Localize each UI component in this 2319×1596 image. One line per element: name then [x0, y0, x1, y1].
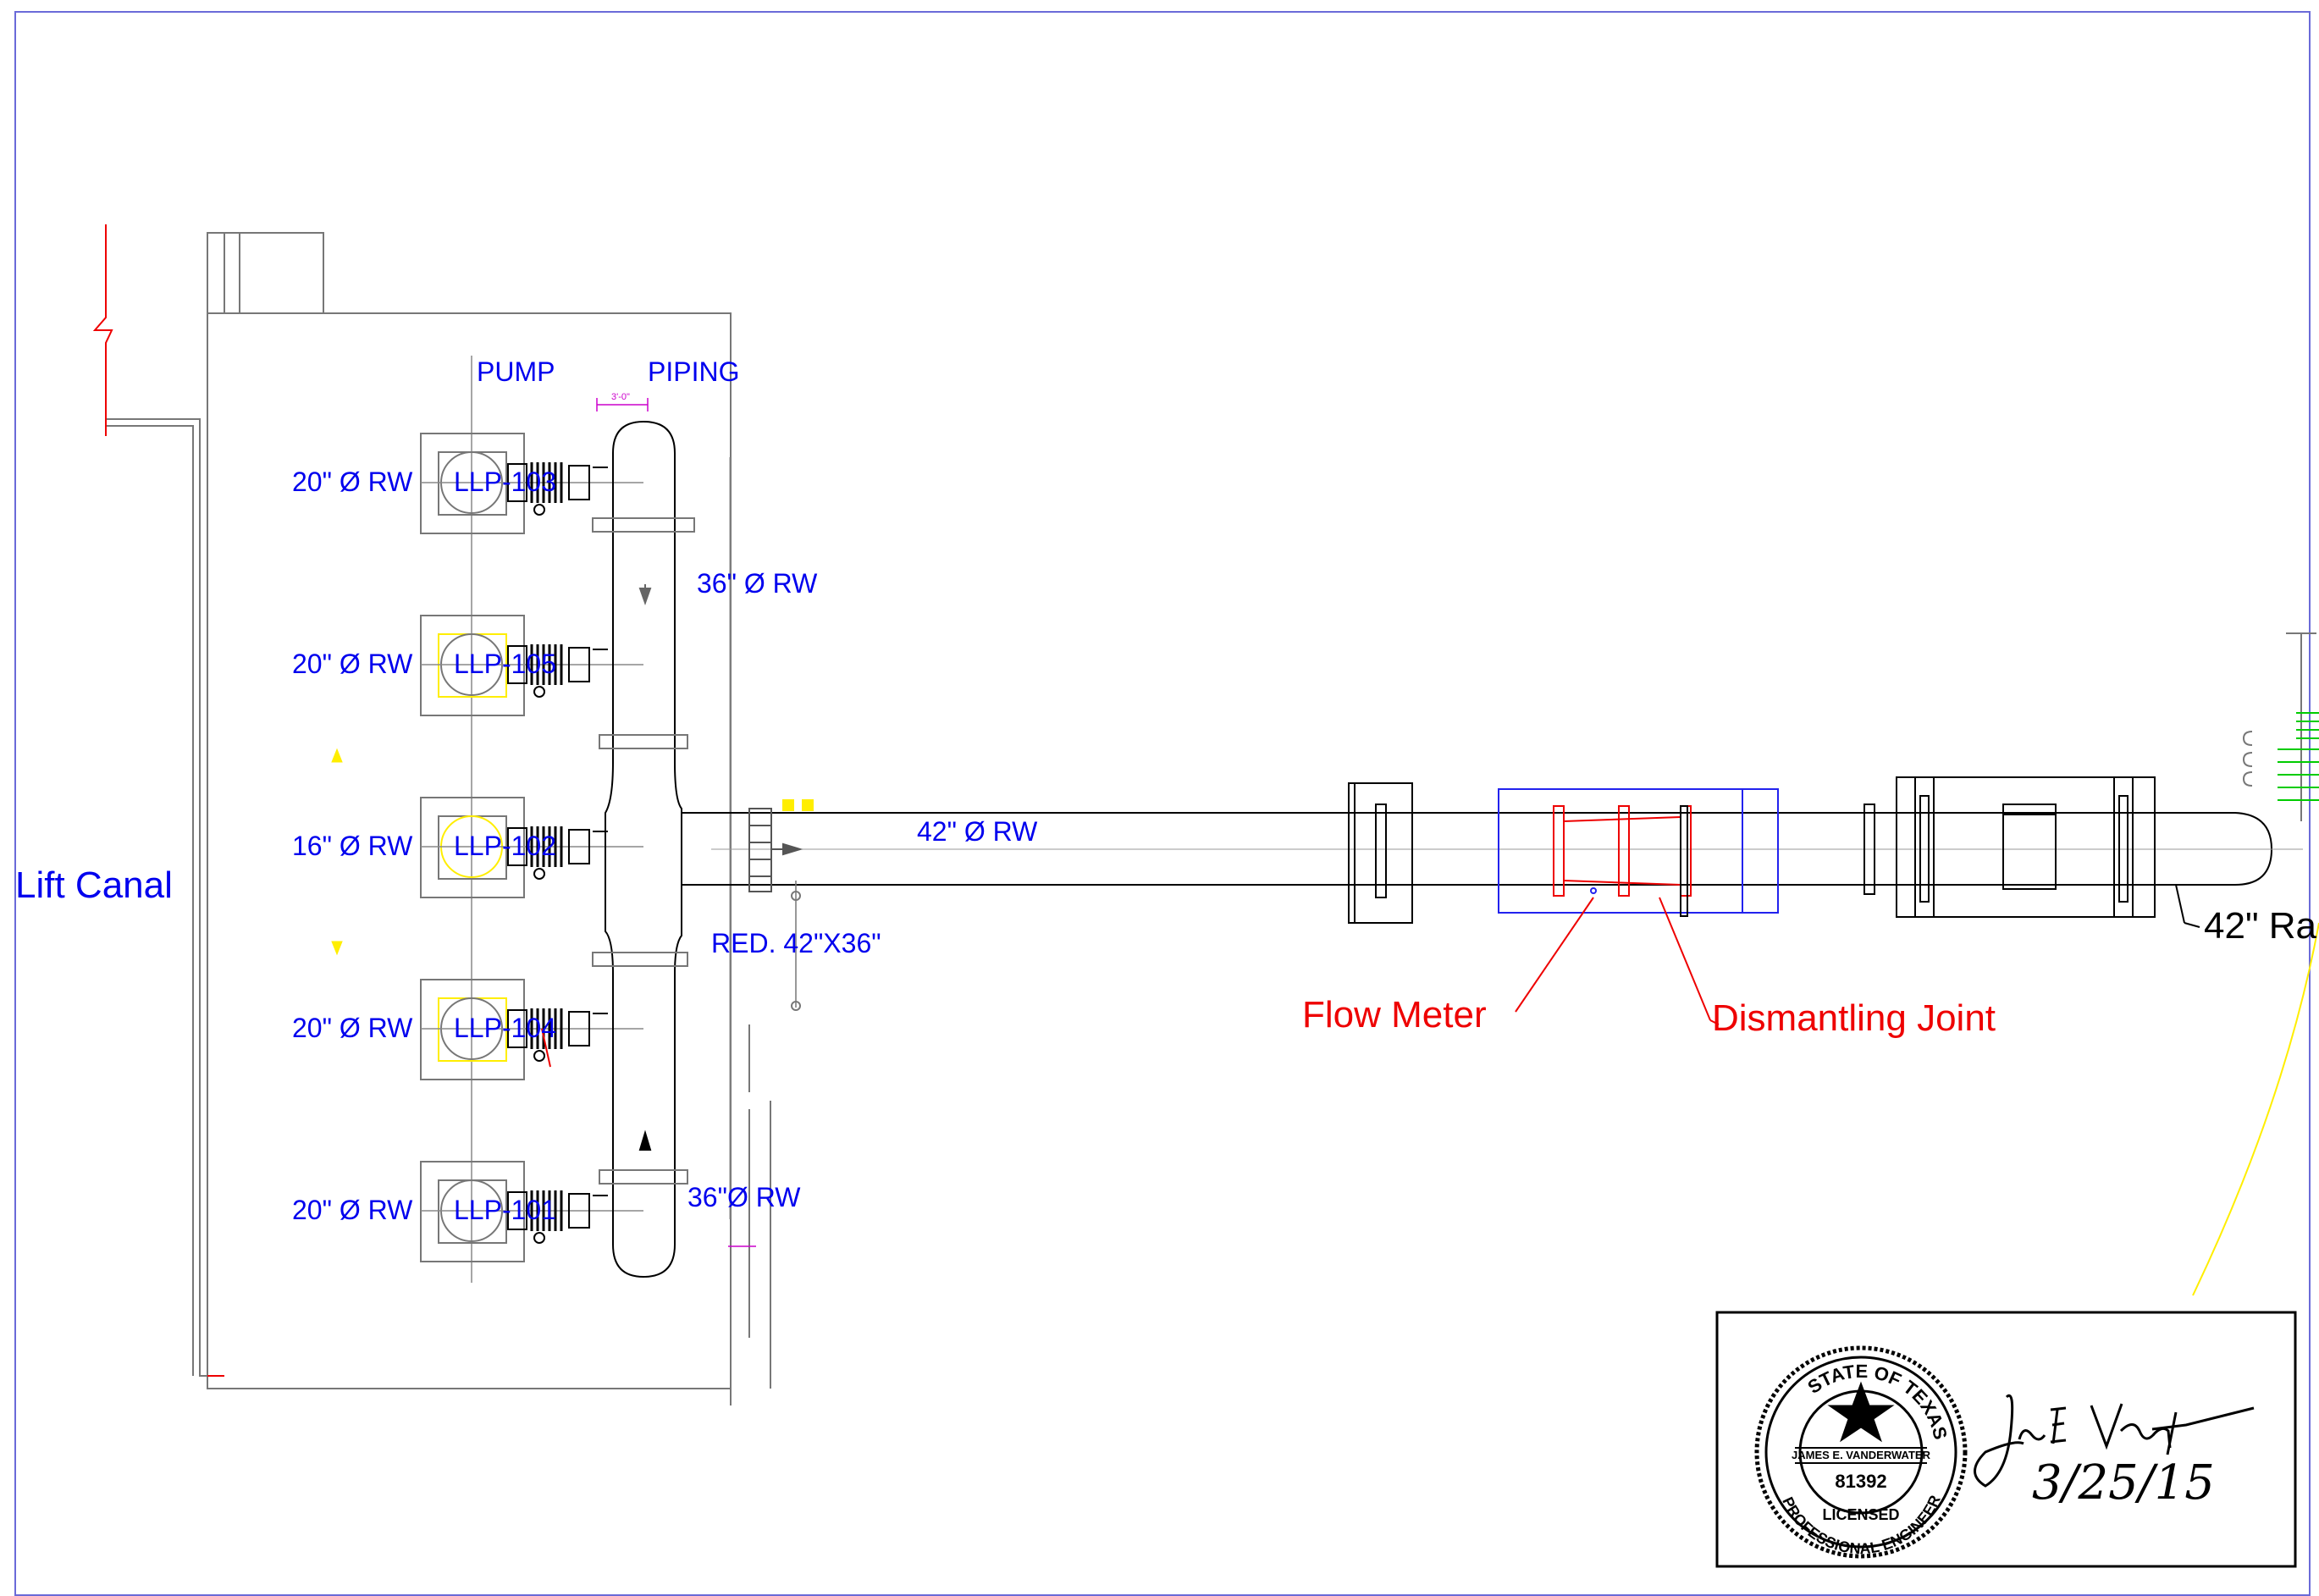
pump-labels: 20" Ø RW LLP-103 20" Ø RW LLP-105 16" Ø RW LL… [292, 467, 556, 1225]
flow-meter-label: Flow Meter [1302, 994, 1487, 1035]
seal-number: 81392 [1835, 1471, 1886, 1492]
pump-pipe-size-label: 20" Ø RW [292, 1013, 413, 1043]
dim-3ft-label: 3'-0" [611, 392, 630, 402]
pump-bay [420, 797, 643, 898]
pump-bay [420, 615, 643, 716]
callout-leaders [1515, 897, 1720, 1025]
dismantling-joint-label: Dismantling Joint [1712, 997, 1996, 1039]
pump-tag-label: LLP-103 [454, 467, 556, 497]
pump-bay [420, 1161, 643, 1262]
pump-tag-label: LLP-102 [454, 831, 556, 861]
pump-pipe-size-label: 20" Ø RW [292, 1195, 413, 1225]
seal-name: JAMES E. VANDERWATER [1792, 1449, 1931, 1461]
pump-bays [420, 433, 643, 1262]
pump-bay [420, 433, 643, 534]
pump-bay [420, 979, 643, 1080]
pe-seal [1754, 1345, 1968, 1559]
line-continuation-label: 42" Ra [2204, 905, 2317, 947]
right-edge-details [2175, 632, 2319, 1296]
wet-well-structure [106, 232, 771, 1405]
pump-header-label: PUMP [477, 356, 555, 387]
sheet-border [14, 11, 2311, 1596]
signature [1974, 1394, 2255, 1488]
lift-canal-break-line [92, 224, 224, 1377]
star-icon [1827, 1381, 1895, 1443]
header-lower-label: 36"Ø RW [687, 1182, 801, 1212]
seal-block: STATE OF TEXAS JAMES E. VANDERWATER 8139… [1715, 1311, 2297, 1568]
yellow-markers [331, 748, 343, 956]
pump-pipe-size-label: 20" Ø RW [292, 467, 413, 497]
signature-date: 3/25/15 [2032, 1455, 2215, 1510]
pump-pipe-size-label: 16" Ø RW [292, 831, 413, 861]
lift-canal-label: Lift Canal [15, 864, 173, 906]
main-discharge-pipe [682, 776, 2303, 1011]
pump-tag-label: LLP-101 [454, 1195, 556, 1225]
seal-licensed: LICENSED [1822, 1506, 1899, 1523]
reducer-label: RED. 42"X36" [711, 928, 881, 958]
pump-tag-label: LLP-104 [454, 1013, 556, 1043]
piping-header-label: PIPING [648, 356, 739, 387]
dimension-marks [596, 398, 756, 1247]
pump-tag-label: LLP-105 [454, 649, 556, 679]
main-line-label: 42" Ø RW [917, 816, 1038, 847]
discharge-header [592, 420, 731, 1278]
header-upper-label: 36" Ø RW [697, 568, 818, 599]
pump-pipe-size-label: 20" Ø RW [292, 649, 413, 679]
